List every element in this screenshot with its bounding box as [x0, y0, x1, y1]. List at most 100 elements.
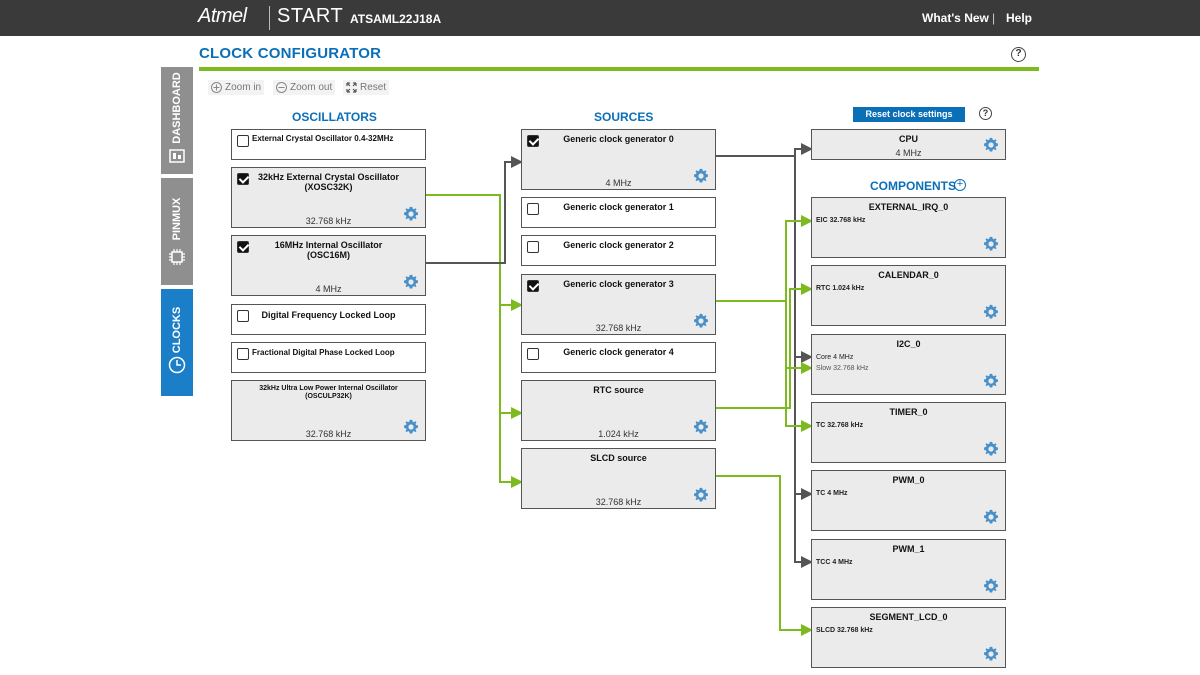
oscillator-dfll[interactable]: Digital Frequency Locked Loop	[231, 304, 426, 335]
source-checkbox[interactable]	[527, 135, 539, 147]
components-heading: COMPONENTS	[870, 179, 957, 193]
component-clock-input: Core 4 MHz	[816, 354, 854, 361]
oscillator-frequency: 32.768 kHz	[305, 216, 352, 226]
source-gclk1[interactable]: Generic clock generator 1	[521, 197, 716, 228]
expand-icon	[346, 82, 357, 93]
oscillator-title: External Crystal Oscillator 0.4-32MHz	[252, 134, 394, 143]
component-title: PWM_1	[892, 544, 925, 554]
settings-gear-icon[interactable]	[983, 137, 999, 153]
source-checkbox[interactable]	[527, 348, 539, 360]
tab-pinmux[interactable]: PINMUX	[161, 178, 193, 285]
source-title: Generic clock generator 1	[563, 202, 674, 212]
component-clock-input: Slow 32.768 kHz	[816, 365, 869, 372]
component-clock-input: SLCD 32.768 kHz	[816, 627, 873, 634]
page-title: CLOCK CONFIGURATOR	[199, 45, 382, 62]
brand-logo: Atmel	[198, 5, 247, 27]
oscillator-checkbox[interactable]	[237, 173, 249, 185]
oscillator-checkbox[interactable]	[237, 135, 249, 147]
oscillator-checkbox[interactable]	[237, 348, 249, 360]
source-rtc[interactable]: RTC source 1.024 kHz	[521, 380, 716, 441]
oscillator-checkbox[interactable]	[237, 310, 249, 322]
source-slcd[interactable]: SLCD source 32.768 kHz	[521, 448, 716, 509]
settings-gear-icon[interactable]	[403, 206, 419, 222]
oscillator-fdpll[interactable]: Fractional Digital Phase Locked Loop	[231, 342, 426, 373]
settings-gear-icon[interactable]	[983, 441, 999, 457]
chip-icon	[169, 249, 185, 265]
source-title: Generic clock generator 0	[563, 134, 674, 144]
oscillators-heading: OSCILLATORS	[292, 110, 377, 124]
oscillator-osculp32k[interactable]: 32kHz Ultra Low Power Internal Oscillato…	[231, 380, 426, 441]
zoom-in-icon	[211, 82, 222, 93]
cpu-box[interactable]: CPU 4 MHz	[811, 129, 1006, 160]
oscillator-title: Digital Frequency Locked Loop	[261, 310, 396, 320]
zoom-out-icon	[276, 82, 287, 93]
oscillator-xosc32k[interactable]: 32kHz External Crystal Oscillator (XOSC3…	[231, 167, 426, 228]
settings-gear-icon[interactable]	[983, 236, 999, 252]
component-title: PWM_0	[892, 475, 925, 485]
tab-dashboard[interactable]: DASHBOARD	[161, 67, 193, 174]
oscillator-title: Fractional Digital Phase Locked Loop	[252, 348, 395, 357]
help-link[interactable]: Help	[1006, 11, 1033, 25]
component-pwm0[interactable]: PWM_0 TC 4 MHz	[811, 470, 1006, 531]
component-title: TIMER_0	[889, 407, 928, 417]
brand-divider	[269, 6, 270, 30]
oscillator-frequency: 32.768 kHz	[305, 429, 352, 439]
whats-new-link[interactable]: What's New	[922, 11, 989, 25]
component-segment-lcd[interactable]: SEGMENT_LCD_0 SLCD 32.768 kHz	[811, 607, 1006, 668]
product-name: START	[277, 5, 344, 27]
source-checkbox[interactable]	[527, 241, 539, 253]
settings-gear-icon[interactable]	[693, 313, 709, 329]
settings-gear-icon[interactable]	[693, 487, 709, 503]
oscillator-title: 32kHz Ultra Low Power Internal Oscillato…	[259, 385, 398, 400]
source-checkbox[interactable]	[527, 203, 539, 215]
component-clock-input: TCC 4 MHz	[816, 559, 853, 566]
component-title: EXTERNAL_IRQ_0	[868, 202, 949, 212]
add-component-icon[interactable]: +	[954, 179, 966, 191]
settings-gear-icon[interactable]	[983, 646, 999, 662]
cpu-frequency: 4 MHz	[895, 148, 922, 158]
source-gclk2[interactable]: Generic clock generator 2	[521, 235, 716, 266]
reset-clock-settings-button[interactable]: Reset clock settings	[853, 107, 965, 122]
cpu-title: CPU	[898, 134, 918, 144]
settings-gear-icon[interactable]	[983, 578, 999, 594]
top-bar: Atmel START ATSAML22J18A What's New | He…	[0, 0, 1200, 36]
oscillator-xosc[interactable]: External Crystal Oscillator 0.4-32MHz	[231, 129, 426, 160]
sources-heading: SOURCES	[594, 110, 654, 124]
component-clock-input: RTC 1.024 kHz	[816, 285, 865, 292]
settings-gear-icon[interactable]	[983, 304, 999, 320]
component-clock-input: TC 4 MHz	[816, 490, 848, 497]
source-title: RTC source	[593, 385, 644, 395]
settings-gear-icon[interactable]	[693, 419, 709, 435]
device-name: ATSAML22J18A	[350, 12, 442, 26]
oscillator-checkbox[interactable]	[237, 241, 249, 253]
clock-icon	[168, 356, 186, 374]
settings-gear-icon[interactable]	[693, 168, 709, 184]
tab-clocks[interactable]: CLOCKS	[161, 289, 193, 396]
component-i2c[interactable]: I2C_0 Core 4 MHz Slow 32.768 kHz	[811, 334, 1006, 395]
source-gclk3[interactable]: Generic clock generator 3 32.768 kHz	[521, 274, 716, 335]
component-calendar[interactable]: CALENDAR_0 RTC 1.024 kHz	[811, 265, 1006, 326]
source-frequency: 32.768 kHz	[595, 497, 642, 507]
settings-gear-icon[interactable]	[403, 274, 419, 290]
component-timer[interactable]: TIMER_0 TC 32.768 kHz	[811, 402, 1006, 463]
help-icon[interactable]: ?	[1011, 47, 1026, 62]
component-clock-input: TC 32.768 kHz	[816, 422, 864, 429]
component-external-irq[interactable]: EXTERNAL_IRQ_0 EIC 32.768 kHz	[811, 197, 1006, 258]
tab-dashboard-label: DASHBOARD	[171, 72, 183, 144]
component-clock-input: EIC 32.768 kHz	[816, 217, 866, 224]
settings-gear-icon[interactable]	[983, 373, 999, 389]
settings-gear-icon[interactable]	[983, 509, 999, 525]
zoom-in-button[interactable]: Zoom in	[208, 80, 265, 95]
settings-gear-icon[interactable]	[403, 419, 419, 435]
reset-help-icon[interactable]: ?	[979, 107, 992, 120]
component-pwm1[interactable]: PWM_1 TCC 4 MHz	[811, 539, 1006, 600]
title-underline	[199, 67, 1039, 71]
zoom-in-label: Zoom in	[225, 82, 262, 93]
zoom-out-button[interactable]: Zoom out	[273, 80, 336, 95]
oscillator-osc16m[interactable]: 16MHz Internal Oscillator (OSC16M) 4 MHz	[231, 235, 426, 296]
source-gclk0[interactable]: Generic clock generator 0 4 MHz	[521, 129, 716, 190]
reset-view-button[interactable]: Reset	[343, 80, 390, 95]
source-gclk4[interactable]: Generic clock generator 4	[521, 342, 716, 373]
source-checkbox[interactable]	[527, 280, 539, 292]
zoom-out-label: Zoom out	[290, 82, 333, 93]
